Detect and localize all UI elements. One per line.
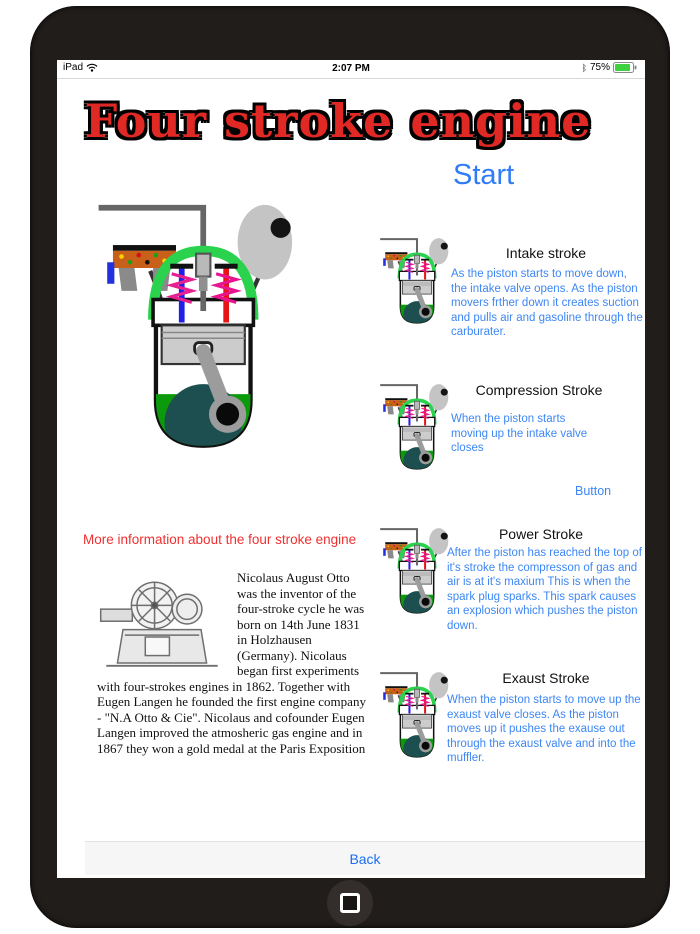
compression-heading: Compression Stroke <box>475 382 603 398</box>
carrier-label: iPad <box>63 62 84 73</box>
four-stroke-engine-animation <box>90 182 305 483</box>
page-title: Four stroke engine <box>84 94 592 148</box>
home-button[interactable] <box>327 880 373 926</box>
wifi-icon <box>86 63 98 72</box>
battery-icon <box>613 62 637 73</box>
otto-engine-etching <box>99 581 219 667</box>
status-bar: iPad 2:07 PM ᛒ 75% <box>57 60 645 79</box>
tablet-screen: iPad 2:07 PM ᛒ 75% <box>57 60 645 878</box>
clock: 2:07 PM <box>332 63 370 74</box>
tablet-frame: iPad 2:07 PM ᛒ 75% <box>30 6 670 928</box>
battery-percent: 75% <box>589 62 610 73</box>
power-text: After the piston has reached the top of … <box>447 547 642 632</box>
exaust-heading: Exaust Stroke <box>502 670 590 686</box>
intake-heading: Intake stroke <box>505 245 587 261</box>
compression-text: When the piston starts moving up the int… <box>451 413 588 454</box>
exaust-text: When the piston starts to move up the ex… <box>447 694 641 764</box>
bottom-toolbar: Back <box>85 841 645 875</box>
exaust-stroke-image <box>377 664 453 770</box>
more-info-heading: More information about the four stroke e… <box>83 532 357 547</box>
intake-stroke-image <box>377 230 453 336</box>
button-link[interactable]: Button <box>575 484 612 498</box>
bluetooth-icon: ᛒ <box>581 62 587 73</box>
home-button-square-icon <box>340 893 360 913</box>
power-heading: Power Stroke <box>498 526 584 542</box>
intake-text: As the piston starts to move down, the i… <box>451 268 643 338</box>
otto-text: Nicolaus August Otto was the inventor of… <box>97 570 366 756</box>
start-button[interactable]: Start <box>453 159 515 191</box>
back-button[interactable]: Back <box>349 850 381 867</box>
otto-paragraph-block: Nicolaus August Otto was the inventor of… <box>97 570 373 756</box>
